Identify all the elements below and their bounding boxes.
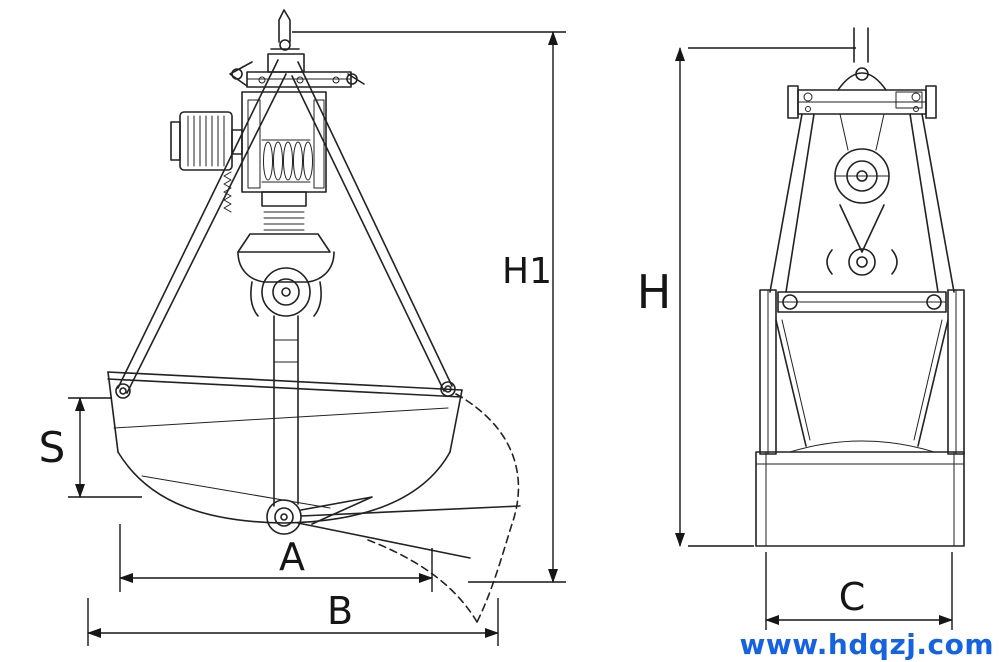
dimension-a: A [119,524,433,592]
dimension-label-c: C [839,575,866,619]
lifting-eye [270,9,300,51]
upper-sheave [261,267,311,317]
dimension-label-s: S [39,423,66,472]
bucket-front [107,371,521,559]
open-shell-phantom [367,393,520,623]
right-rocker-arm [347,73,365,85]
dimension-label-b: B [327,589,353,633]
dimension-b: B [87,589,499,646]
front-view [107,9,521,623]
watermark-url: www.hdqzj.com [739,628,994,661]
top-crossbeam [787,85,937,119]
right-stay [291,61,456,397]
a-frame [769,113,955,293]
spring-coil [263,141,313,181]
dimension-h: H [637,47,856,547]
motor [170,111,243,171]
dimension-label-h1: H1 [502,251,552,292]
dimension-label-h: H [637,265,672,319]
bottom-sheave [266,499,302,535]
dimension-h1: H1 [292,31,566,583]
dimension-c: C [765,552,953,630]
center-column [273,315,299,507]
dimensions: H1 H S A B [39,31,953,646]
bucket-side [755,440,965,547]
dimension-s: S [39,397,142,498]
dimension-label-a: A [279,535,305,579]
left-stay [115,59,287,399]
left-rocker-arm [229,61,253,87]
rack-teeth [223,171,232,213]
mid-crossbeam [777,291,947,313]
side-view [755,27,965,547]
suspension-rod [837,27,887,91]
lower-linkage [826,204,898,276]
crosshead-assembly [229,53,365,88]
coupling-stack [237,191,335,317]
side-columns [759,289,965,455]
rope-sheave-side [834,148,890,204]
